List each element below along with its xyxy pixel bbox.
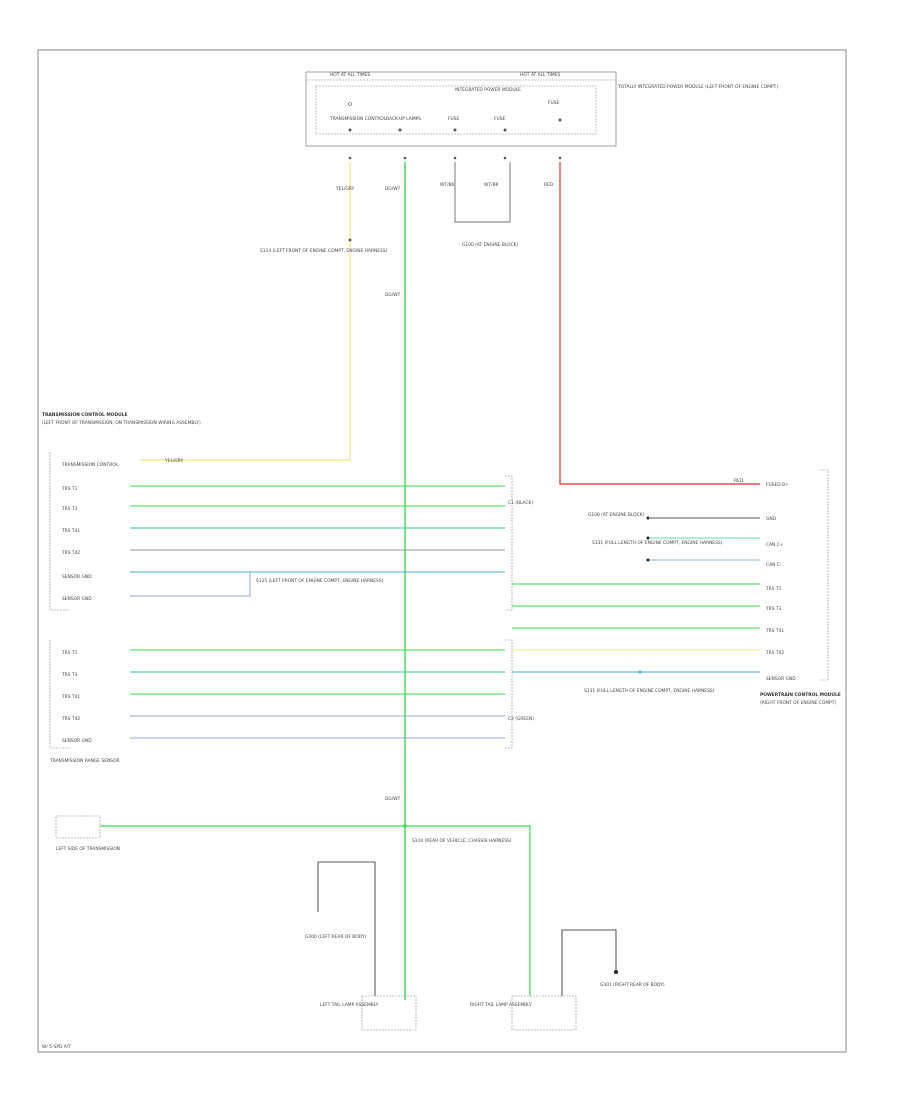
fuse-box: HOT AT ALL TIMES HOT AT ALL TIMES INTEGR… — [305, 71, 778, 160]
tcm-pin-7: TRS T1 — [61, 650, 78, 656]
tcm-pin-8: TRS T3 — [61, 672, 78, 678]
tcm-pin-3: TRS T41 — [61, 528, 80, 534]
conn-top-label: C1 (BLACK) — [508, 500, 533, 506]
tcm-pin-6: SENSOR GND — [62, 596, 92, 602]
splice-pcm-ground: G100 (AT ENGINE BLOCK) — [588, 512, 645, 518]
range-sensor-box: LEFT SIDE OF TRANSMISSION — [55, 815, 120, 852]
fuse-d-label: FUSE — [494, 116, 506, 122]
right-tail-lamp: G301 (RIGHT REAR OF BODY) RIGHT TAIL LAM… — [470, 929, 665, 1031]
wire-fuse-c — [454, 162, 511, 223]
pcm-note: (RIGHT FRONT OF ENGINE COMPT) — [760, 700, 836, 706]
wire-red-label: RED — [544, 182, 554, 188]
hot-run-label: HOT AT ALL TIMES — [330, 72, 370, 78]
wire-green-label-2: DG/WT — [385, 292, 401, 298]
wire-fuse-d-label: WT/BK — [484, 182, 499, 188]
tcm-pin-11: SENSOR GND — [62, 738, 92, 744]
left-lamp-label: LEFT TAIL LAMP ASSEMBLY — [320, 1002, 379, 1008]
fuse-e-label: FUSE — [548, 100, 560, 106]
pcm-pin-0: FUSED B+ — [766, 482, 789, 488]
splice-top-label: S114 (LEFT FRONT OF ENGINE COMPT, ENGINE… — [260, 248, 388, 254]
range-sensor-label: TRANSMISSION RANGE SENSOR — [49, 758, 120, 764]
fuse-box-side-note: TOTALLY INTEGRATED POWER MODULE (LEFT FR… — [617, 84, 778, 90]
hot-all-times-label: HOT AT ALL TIMES — [520, 72, 560, 78]
tcm-module: TRANSMISSION CONTROL MODULE (LEFT FRONT … — [42, 412, 201, 749]
wire-fuse-c-label: WT/BK — [440, 182, 455, 188]
wire-green-label: DG/WT — [385, 186, 401, 192]
splice-rear-label: S310 (REAR OF VEHICLE, CHASSIS HARNESS) — [412, 838, 512, 844]
tcm-pin-4: TRS T42 — [61, 550, 80, 556]
splice-pcm-label: S131 (FULL LENGTH OF ENGINE COMPT, ENGIN… — [584, 688, 715, 694]
pcm-pin-4: TRS T1 — [765, 586, 782, 592]
tcm-wires-lower — [130, 649, 505, 739]
tcm-pin-10: TRS T42 — [61, 716, 80, 722]
wire-yellow — [140, 162, 351, 461]
tcm-pin-9: TRS T41 — [61, 694, 80, 700]
wire-green-rear — [100, 825, 531, 996]
diagram-border — [37, 49, 847, 1053]
conn-bottom-label: C2 (GREEN) — [508, 716, 534, 722]
fuse-a-label: TRANSMISSION CONTROL — [329, 116, 387, 122]
footer-label: W/ 5-SPD A/T — [42, 1044, 71, 1050]
wire-yellow-label: YEL/GRY — [335, 186, 355, 192]
wire-green-label-3: DG/WT — [385, 796, 401, 802]
pcm-pin-3: CAN C- — [766, 562, 782, 568]
pcm-pin-6: TRS T41 — [765, 628, 784, 634]
tcm-pin-0: TRANSMISSION CONTROL — [61, 462, 119, 468]
sensor-left-label: LEFT SIDE OF TRANSMISSION — [56, 846, 120, 852]
pcm-pin-labels: FUSED B+ GND CAN C+ CAN C- TRS T1 TRS T3… — [765, 482, 796, 682]
pcm-pin-8: SENSOR GND — [766, 676, 796, 682]
tcm-note: (LEFT FRONT OF TRANSMISSION, ON TRANSMIS… — [42, 420, 201, 426]
wire-red — [559, 162, 760, 485]
wire-red-label-2: RED — [734, 478, 744, 484]
pcm-module: POWERTRAIN CONTROL MODULE (RIGHT FRONT O… — [760, 469, 841, 706]
tcm-pin-5: SENSOR GND — [62, 574, 92, 580]
pcm-wires — [512, 517, 760, 673]
tcm-wires-upper — [130, 485, 505, 597]
tcm-pin-labels: TRANSMISSION CONTROL TRS T1 TRS T3 TRS T… — [61, 462, 119, 744]
right-lamp-label: RIGHT TAIL LAMP ASSEMBLY — [470, 1002, 532, 1008]
ground-left-label: G300 (LEFT REAR OF BODY) — [305, 934, 367, 940]
splice-pcm-can: S131 (FULL LENGTH OF ENGINE COMPT, ENGIN… — [592, 540, 723, 546]
wire-yellow-label-2: YEL/GRY — [164, 458, 184, 464]
ground-top-label: G100 (AT ENGINE BLOCK) — [462, 242, 519, 248]
left-tail-lamp: G300 (LEFT REAR OF BODY) LEFT TAIL LAMP … — [305, 861, 417, 1031]
tcm-pin-2: TRS T3 — [61, 506, 78, 512]
pcm-pin-2: CAN C+ — [766, 542, 784, 548]
pcm-title: POWERTRAIN CONTROL MODULE — [760, 692, 841, 698]
fuse-b-label: BACK-UP LAMPS — [386, 116, 421, 122]
ground-right-label: G301 (RIGHT REAR OF BODY) — [600, 982, 665, 988]
splice-mid-label: S125 (LEFT FRONT OF ENGINE COMPT, ENGINE… — [256, 578, 384, 584]
fuse-panel-label: INTEGRATED POWER MODULE — [455, 87, 521, 93]
pcm-pin-7: TRS T42 — [765, 650, 784, 656]
fuse-c-label: FUSE — [448, 116, 460, 122]
tcm-title: TRANSMISSION CONTROL MODULE — [42, 412, 127, 418]
tcm-pin-1: TRS T1 — [61, 486, 78, 492]
pcm-pin-5: TRS T3 — [765, 606, 782, 612]
pcm-pin-1: GND — [766, 516, 777, 522]
